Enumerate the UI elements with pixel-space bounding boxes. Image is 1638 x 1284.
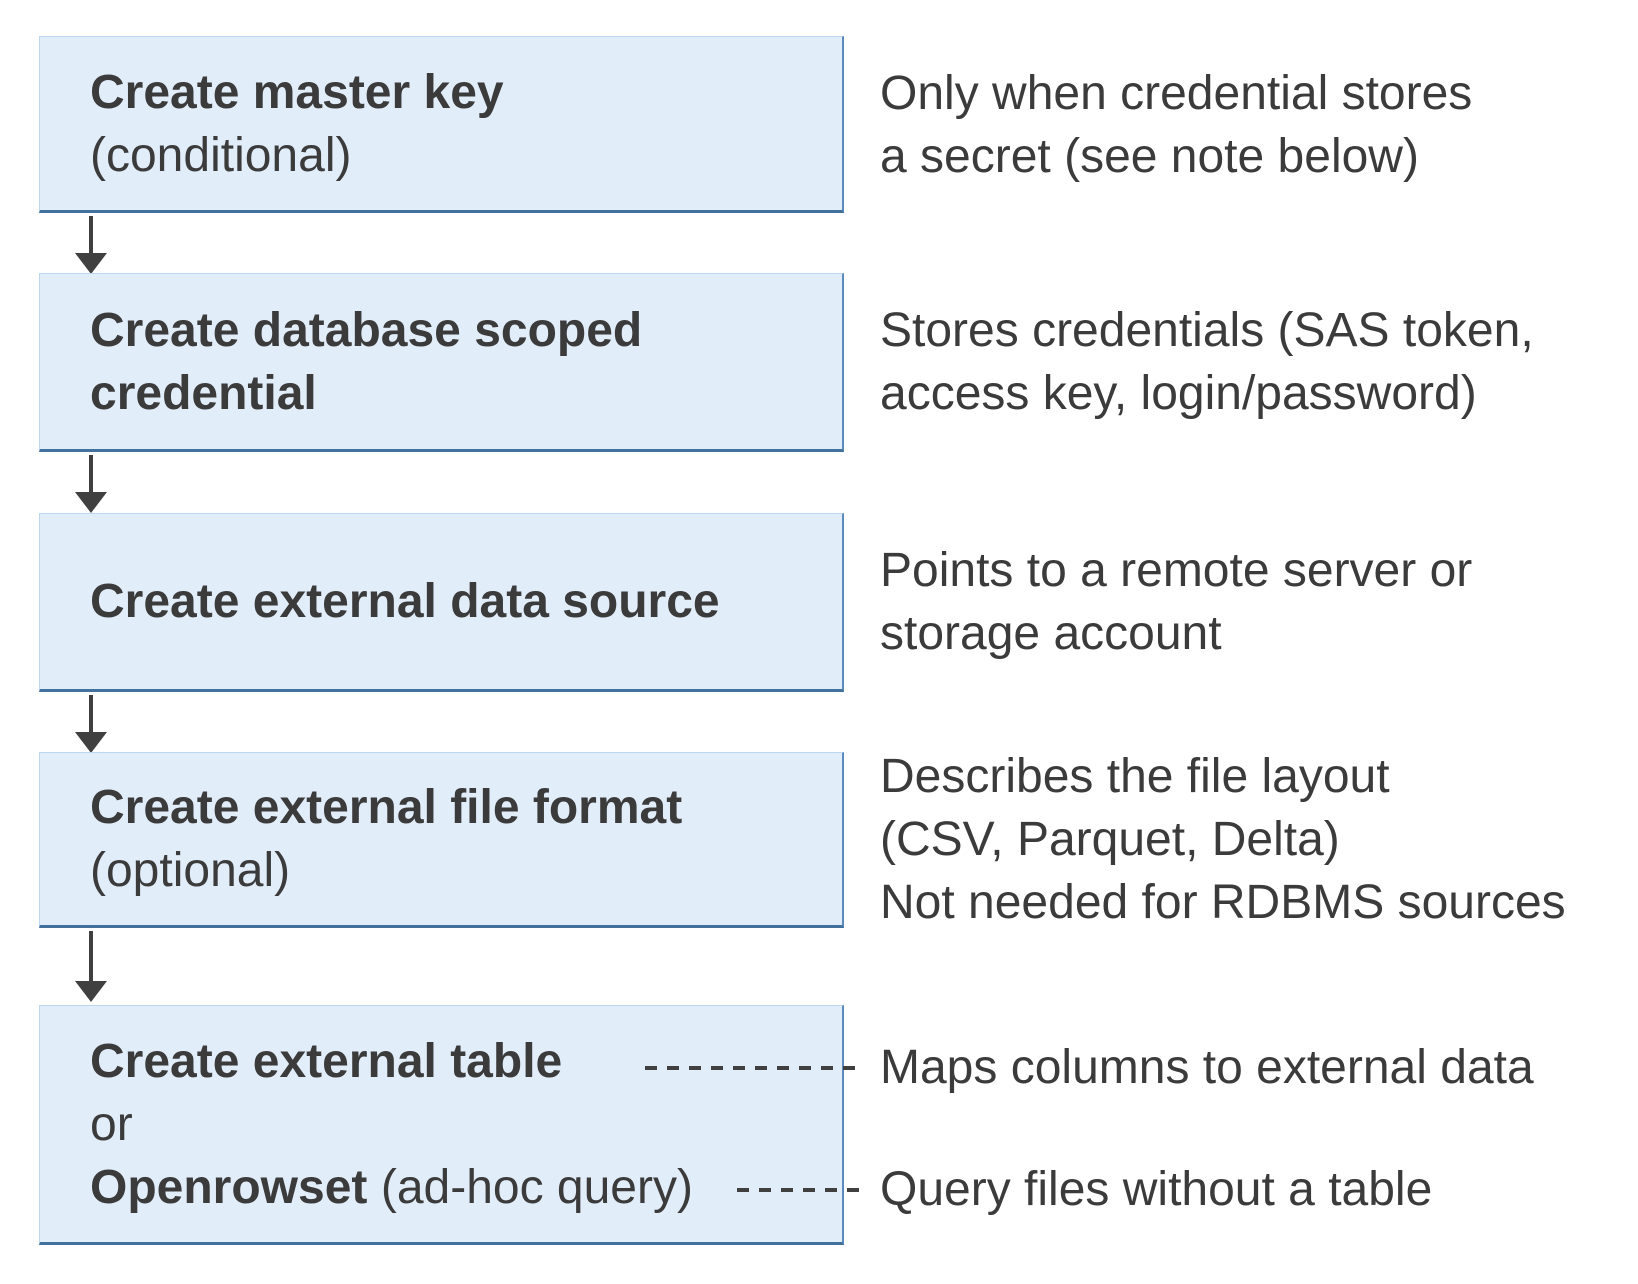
step-box-create-external-file-format: Create external file format (optional) [39,752,844,928]
dashed-connector-openrowset [737,1188,865,1192]
flow-arrow-down-icon [75,455,107,513]
step-qualifier: (conditional) [90,128,352,182]
annotation-line: (CSV, Parquet, Delta) [880,813,1340,866]
step-title-external-table: Create external table [90,1034,563,1088]
flow-arrow-down-icon [75,931,107,1002]
annotation-line: a secret (see note below) [880,130,1419,183]
arrow-shaft [89,455,93,492]
annotation-line: access key, login/password) [880,367,1477,420]
annotation-external-table: Maps columns to external data [880,1036,1534,1099]
flow-arrow-down-icon [75,695,107,753]
flow-arrow-down-icon [75,216,107,274]
annotation-master-key: Only when credential stores a secret (se… [880,62,1472,188]
step-title-line2: credential [90,366,317,420]
arrow-head [75,492,107,513]
step-box-create-external-data-source: Create external data source [39,513,844,692]
annotation-line: Points to a remote server or [880,544,1473,597]
arrow-shaft [89,695,93,732]
annotation-line: storage account [880,607,1222,660]
step-title-openrowset: Openrowset [90,1160,368,1214]
arrow-head [75,732,107,753]
annotation-scoped-credential: Stores credentials (SAS token, access ke… [880,299,1534,425]
step-title-line1: Create database scoped [90,303,643,357]
arrow-head [75,253,107,274]
annotation-openrowset: Query files without a table [880,1158,1432,1221]
annotation-data-source: Points to a remote server or storage acc… [880,539,1472,665]
arrow-shaft [89,931,93,981]
step-title: Create external file format [90,781,683,834]
step-qualifier-adhoc: (ad-hoc query) [380,1160,693,1214]
annotation-line: Query files without a table [880,1163,1433,1216]
arrow-head [75,981,107,1002]
step-box-create-external-table-or-openrowset: Create external table or Openrowset(ad-h… [39,1005,844,1245]
step-title: Create master key [90,65,504,119]
step-qualifier: (optional) [90,844,291,897]
step-title: Create external data source [90,575,720,628]
dashed-connector-external-table [645,1066,865,1070]
step-conjunction: or [90,1097,133,1151]
annotation-line: Not needed for RDBMS sources [880,876,1566,929]
step-box-create-master-key: Create master key (conditional) [39,36,844,213]
annotation-line: Stores credentials (SAS token, [880,304,1534,357]
annotation-file-format: Describes the file layout (CSV, Parquet,… [880,745,1566,934]
step-title-openrowset-line: Openrowset(ad-hoc query) [90,1156,842,1219]
annotation-line: Describes the file layout [880,750,1390,803]
annotation-line: Maps columns to external data [880,1041,1534,1094]
arrow-shaft [89,216,93,253]
step-box-create-database-scoped-credential: Create database scoped credential [39,273,844,452]
annotation-line: Only when credential stores [880,67,1473,120]
